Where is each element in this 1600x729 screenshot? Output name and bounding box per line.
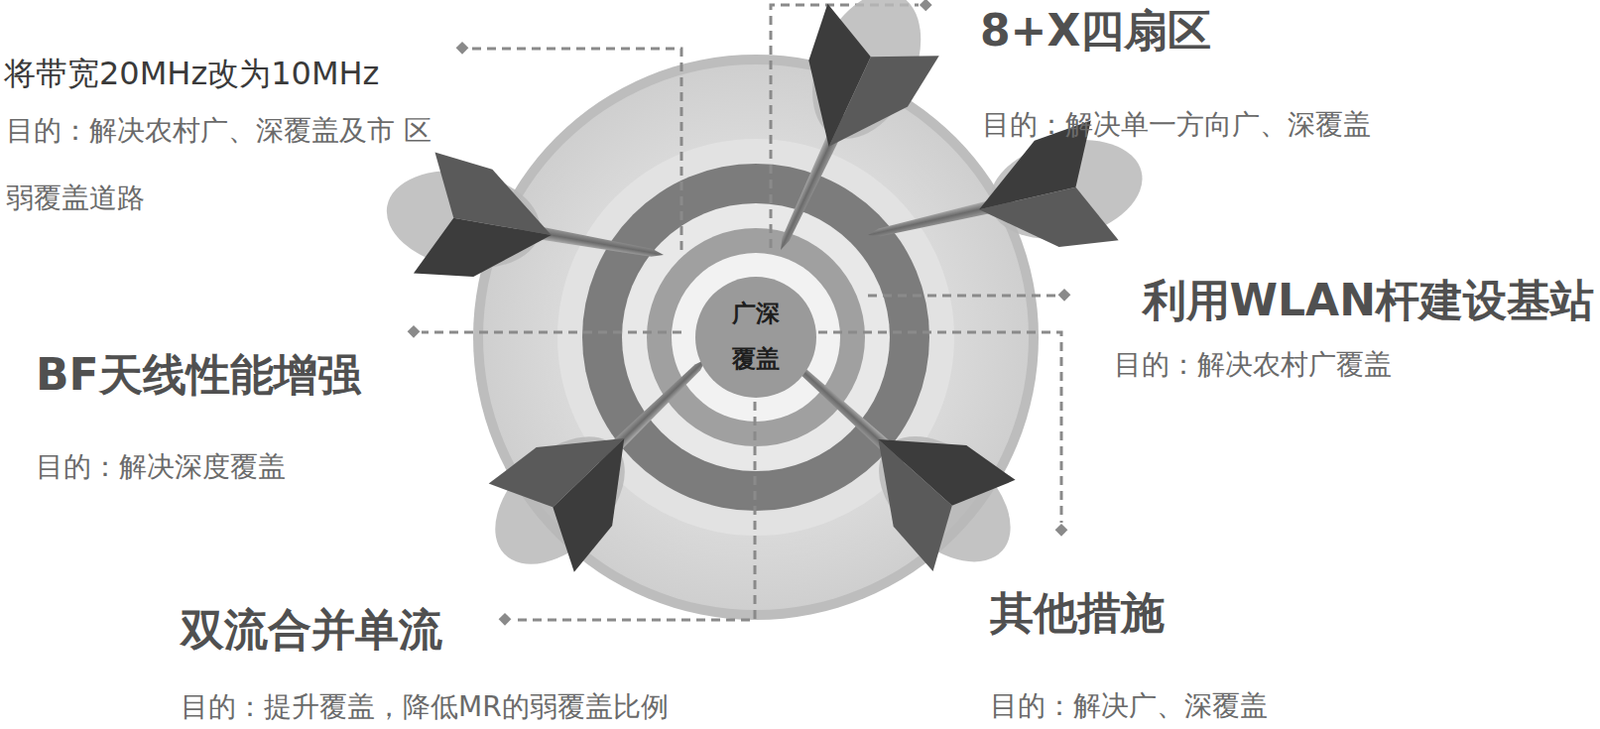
leader-dot (456, 41, 470, 55)
leader-dots (407, 0, 1072, 626)
board-dark-ring (582, 163, 930, 511)
measure-title: 利用WLAN杆建设基站 (1142, 274, 1595, 328)
leader-dot (919, 0, 933, 11)
board-mid-ring (646, 228, 865, 447)
board-inner-ring (671, 252, 841, 422)
leader-dot (407, 325, 421, 339)
dart (376, 145, 675, 316)
purpose-text: 目的：解决深度覆盖 (35, 447, 286, 488)
purpose-text: 目的：解决农村广、深覆盖及市 区弱覆盖道路 (5, 97, 443, 233)
measure-title: BF天线性能增强 (35, 349, 362, 402)
purpose-text: 目的：解决农村广覆盖 (1113, 345, 1392, 385)
leader-line (421, 331, 682, 335)
purpose-text: 目的：解决单一方向广、深覆盖 (982, 105, 1371, 145)
board-light-ring (621, 203, 890, 472)
measure-title: 将带宽20MHz改为10MHz (3, 54, 379, 93)
measure-title: 8+X四扇区 (980, 4, 1212, 58)
measure-title: 双流合并单流 (180, 604, 443, 657)
center-text: 广深 覆盖 (728, 291, 783, 382)
leader-dot (1055, 523, 1069, 537)
leader-lines (421, 4, 1062, 620)
measure-title: 其他措施 (989, 587, 1165, 640)
purpose-text: 目的：提升覆盖，降低MR的弱覆盖比例 (180, 690, 669, 725)
center-circle: 广深 覆盖 (695, 276, 817, 398)
leader-dot (1058, 288, 1072, 302)
purpose-text: 目的：解决广、深覆盖 (989, 689, 1268, 724)
leader-dot (498, 613, 512, 626)
leader-line (867, 294, 1057, 298)
dart (725, 0, 956, 276)
